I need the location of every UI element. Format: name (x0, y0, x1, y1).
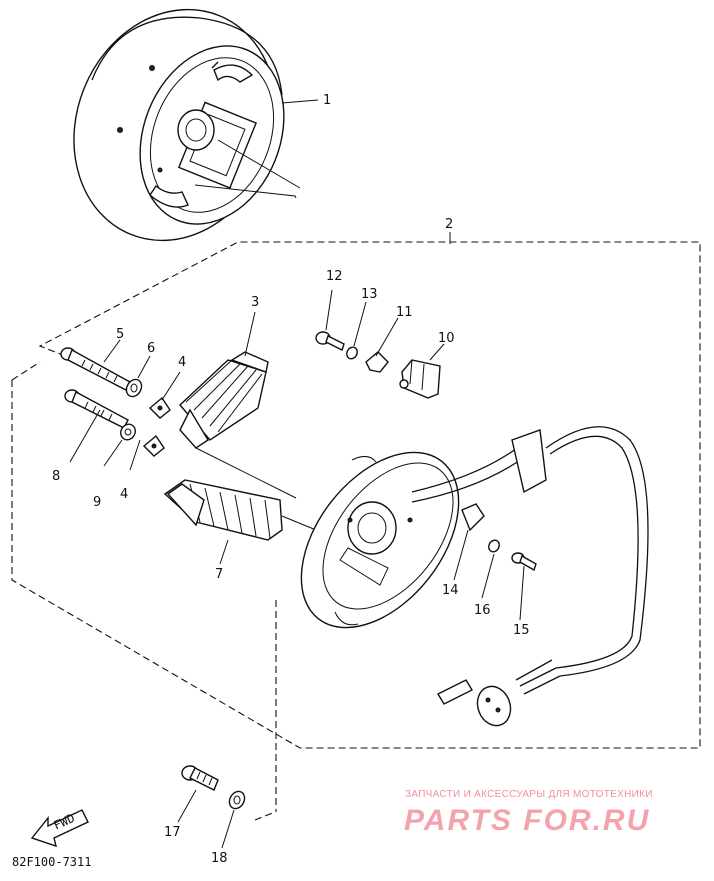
callout-labels: 1 2 3 4 4 5 6 7 8 9 10 11 12 13 14 15 16… (52, 93, 530, 866)
callout-1: 1 (323, 93, 331, 108)
callout-12: 12 (326, 269, 343, 284)
watermark-tagline: ЗАПЧАСТИ И АКСЕССУАРЫ ДЛЯ МОТОТЕХНИКИ (405, 789, 653, 800)
callout-15: 15 (513, 623, 530, 638)
washer-13 (346, 346, 358, 360)
clip-4-upper (148, 396, 171, 419)
callout-5: 5 (116, 327, 124, 342)
bolt-17 (181, 765, 219, 791)
callout-2: 2 (445, 217, 453, 232)
callout-7: 7 (215, 567, 223, 582)
long-bolt-5 (60, 347, 131, 391)
watermark-brand: PARTS FOR.RU (404, 804, 650, 837)
callout-4-upper: 4 (178, 355, 186, 370)
clamp-11 (365, 351, 389, 373)
screw-15 (511, 552, 537, 572)
assembly-boundary (11, 241, 701, 821)
connector-10 (399, 359, 441, 399)
callout-14: 14 (442, 583, 459, 598)
callout-4-lower: 4 (120, 487, 128, 502)
long-bolt-8 (64, 389, 129, 429)
clip-4-lower (142, 434, 165, 457)
callout-9: 9 (93, 495, 101, 510)
washer-6 (125, 378, 143, 398)
callout-16: 16 (474, 603, 491, 618)
washer-18 (228, 790, 246, 810)
callout-10: 10 (438, 331, 455, 346)
callout-6: 6 (147, 341, 155, 356)
screw-12 (315, 331, 345, 351)
callout-18: 18 (211, 851, 228, 866)
wire-harness (411, 426, 649, 727)
flywheel-rotor (73, 8, 301, 242)
washer-16 (488, 539, 500, 553)
washer-9 (120, 423, 136, 441)
leader-lines (69, 99, 525, 849)
callout-3: 3 (251, 295, 259, 310)
charging-coil (179, 351, 297, 499)
stator-base-plate (300, 451, 485, 629)
callout-8: 8 (52, 469, 60, 484)
pulser-coil (163, 479, 317, 541)
forward-direction-arrow: FWD (30, 809, 89, 848)
diagram-code: 82F100-7311 (12, 855, 91, 869)
callout-13: 13 (361, 287, 378, 302)
watermark: ЗАПЧАСТИ И АКСЕССУАРЫ ДЛЯ МОТОТЕХНИКИ PA… (404, 789, 653, 837)
callout-17: 17 (164, 825, 181, 840)
callout-11: 11 (396, 305, 413, 320)
